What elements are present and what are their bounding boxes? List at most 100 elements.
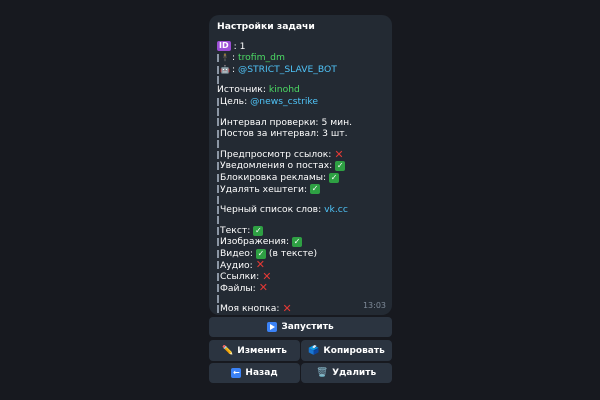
- play-icon: [267, 322, 278, 332]
- links-label: Ссылки:: [220, 271, 260, 283]
- quote-bar: [217, 305, 219, 314]
- check-mark-icon: ✓: [256, 248, 266, 259]
- quote-bar: [217, 294, 219, 303]
- preview-label: Предпросмотр ссылок:: [220, 148, 332, 160]
- quote-bar: [217, 249, 219, 258]
- video-note: (в тексте): [268, 247, 318, 259]
- preview-line: Предпросмотр ссылок: ✕: [217, 149, 384, 161]
- spacer: [217, 294, 384, 303]
- quote-bar: [217, 108, 219, 117]
- copy-button[interactable]: 🗳️ Копировать: [301, 340, 392, 361]
- images-label: Изображения:: [220, 236, 290, 248]
- pencil-icon: ✏️: [222, 345, 234, 356]
- id-badge: ID: [217, 41, 231, 52]
- message-title: Настройки задачи: [217, 21, 315, 32]
- quote-bar: [217, 129, 219, 138]
- back-arrow-icon: ←: [231, 368, 242, 378]
- robot-icon: 🤖: [220, 64, 230, 74]
- copy-button-label: Копировать: [323, 345, 385, 356]
- check-mark-icon: ✓: [335, 161, 346, 172]
- audio-line: Аудио: ✕: [217, 258, 384, 272]
- quote-bar: [217, 65, 219, 74]
- task-settings-message: Настройки задачи ID : 1 🕴 : trofim_dm 🤖 …: [209, 15, 392, 315]
- spacer: [217, 108, 384, 117]
- cross-mark-icon: ✕: [282, 302, 292, 316]
- notify-line: Уведомления о постах: ✓: [217, 160, 384, 172]
- start-button-label: Запустить: [281, 322, 334, 332]
- check-mark-icon: ✓: [329, 172, 340, 183]
- target-label: Цель:: [220, 95, 248, 107]
- files-line: Файлы: ✕: [217, 281, 384, 295]
- bot-line: 🤖 : @STRICT_SLAVE_BOT: [217, 64, 384, 76]
- quote-bar: [217, 205, 219, 214]
- back-button-label: Назад: [245, 368, 278, 378]
- blacklist-label: Черный список слов:: [220, 204, 322, 216]
- delete-button[interactable]: 🗑️ Удалить: [301, 363, 392, 383]
- quote-bar: [217, 284, 219, 293]
- images-line: Изображения: ✓: [217, 236, 384, 248]
- interval-text: Интервал проверки: 5 мин.: [220, 116, 353, 128]
- cross-mark-icon: ✕: [258, 281, 268, 295]
- message-time: 13:03: [362, 301, 386, 311]
- posts-text: Постов за интервал: 3 шт.: [220, 128, 348, 140]
- back-button[interactable]: ← Назад: [209, 363, 300, 383]
- quote-bar: [217, 195, 219, 204]
- text-line: Текст: ✓: [217, 225, 384, 237]
- quote-bar: [217, 185, 219, 194]
- quote-bar: [217, 261, 219, 270]
- box-icon: 🗳️: [308, 345, 320, 356]
- cross-mark-icon: ✕: [255, 258, 265, 272]
- quote-bar: [217, 173, 219, 182]
- target-link[interactable]: @news_cstrike: [250, 95, 319, 107]
- bot-prefix: :: [231, 63, 236, 75]
- adblock-label: Блокировка рекламы:: [220, 171, 327, 183]
- cross-mark-icon: ✕: [334, 147, 344, 161]
- video-label: Видео:: [220, 247, 253, 259]
- check-mark-icon: ✓: [292, 237, 303, 248]
- audio-label: Аудио:: [220, 259, 253, 271]
- text-label: Текст:: [220, 224, 251, 236]
- id-line: ID : 1: [217, 41, 384, 53]
- quote-bar: [217, 53, 219, 62]
- start-button[interactable]: Запустить: [209, 317, 392, 337]
- trash-icon: 🗑️: [316, 368, 329, 378]
- cross-mark-icon: ✕: [262, 269, 272, 283]
- delete-button-label: Удалить: [332, 368, 377, 378]
- files-label: Файлы:: [220, 282, 256, 294]
- hashtags-line: Удалять хештеги: ✓: [217, 184, 384, 196]
- hashtags-label: Удалять хештеги:: [220, 183, 308, 195]
- adblock-line: Блокировка рекламы: ✓: [217, 172, 384, 184]
- quote-bar: [217, 140, 219, 149]
- quote-bar: [217, 216, 219, 225]
- spacer: [217, 195, 384, 204]
- my-button-label: Моя кнопка:: [220, 303, 280, 315]
- user-line: 🕴 : trofim_dm: [217, 52, 384, 64]
- check-mark-icon: ✓: [310, 184, 321, 195]
- quote-bar: [217, 118, 219, 127]
- quote-bar: [217, 97, 219, 106]
- links-line: Ссылки: ✕: [217, 271, 384, 283]
- my-button-line: Моя кнопка: ✕: [217, 303, 384, 315]
- video-line: Видео: ✓ (в тексте): [217, 248, 384, 260]
- blacklist-line: Черный список слов: vk.cc: [217, 204, 384, 216]
- source-link[interactable]: kinohd: [268, 84, 300, 96]
- spacer: [217, 75, 384, 84]
- quote-bar: [217, 162, 219, 171]
- interval-line: Интервал проверки: 5 мин.: [217, 117, 384, 129]
- check-mark-icon: ✓: [253, 225, 264, 236]
- quote-bar: [217, 226, 219, 235]
- quote-bar: [217, 75, 219, 84]
- posts-line: Постов за интервал: 3 шт.: [217, 128, 384, 140]
- quote-bar: [217, 238, 219, 247]
- blacklist-link[interactable]: vk.cc: [324, 204, 348, 216]
- quote-bar: [217, 272, 219, 281]
- user-icon: 🕴: [220, 53, 230, 63]
- source-line: Источник: kinohd: [217, 84, 384, 96]
- user-link[interactable]: trofim_dm: [238, 52, 285, 64]
- edit-button[interactable]: ✏️ Изменить: [209, 340, 300, 361]
- id-value: : 1: [233, 40, 246, 52]
- user-prefix: :: [231, 52, 236, 64]
- edit-button-label: Изменить: [237, 345, 287, 356]
- quote-bar: [217, 150, 219, 159]
- bot-link[interactable]: @STRICT_SLAVE_BOT: [238, 63, 337, 75]
